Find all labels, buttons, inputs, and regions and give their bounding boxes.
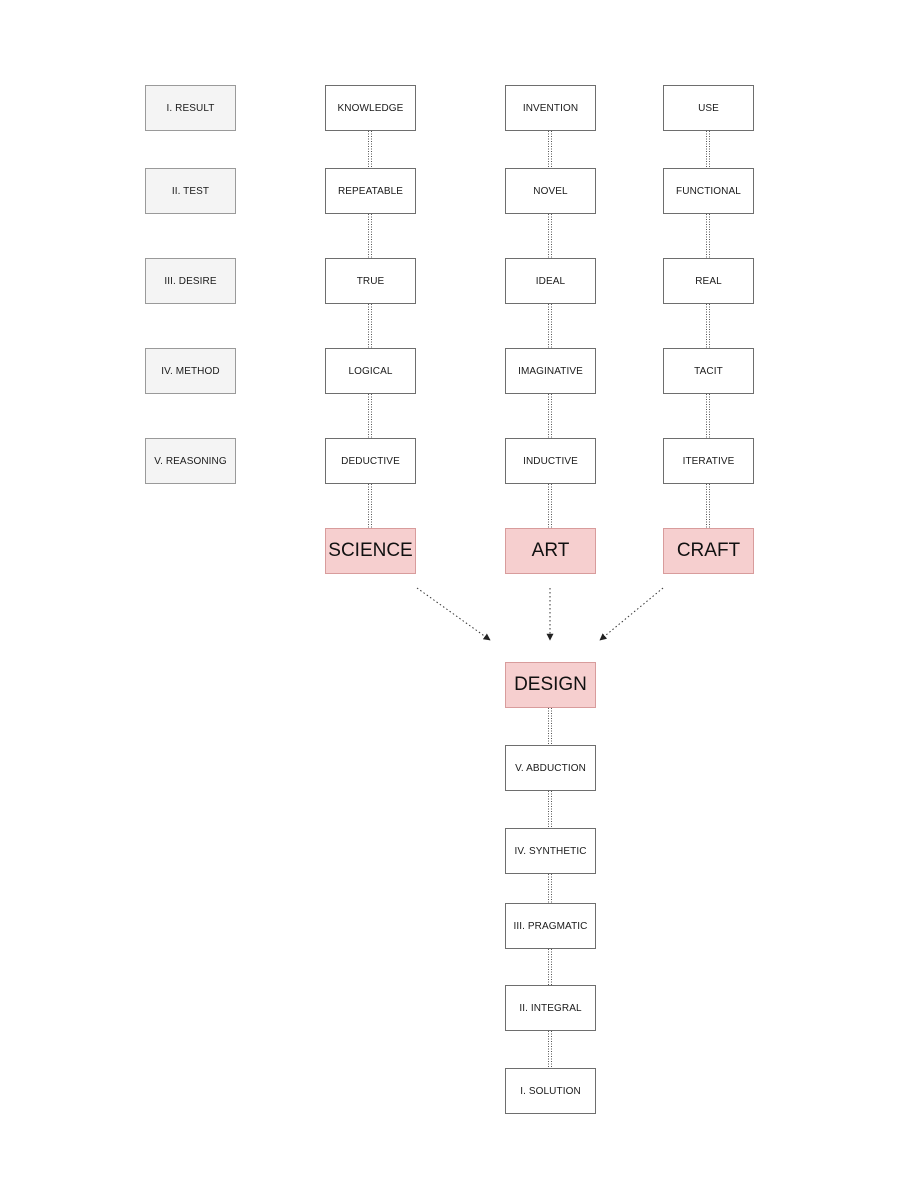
science-title-box: SCIENCE	[325, 528, 416, 574]
row-label-method: IV. METHOD	[145, 348, 236, 394]
art-novel-box: NOVEL	[505, 168, 596, 214]
art-title-box: ART	[505, 528, 596, 574]
design-solution-box: I. SOLUTION	[505, 1068, 596, 1114]
science-knowledge-box: KNOWLEDGE	[325, 85, 416, 131]
design-synthetic-box: IV. SYNTHETIC	[505, 828, 596, 874]
design-abduction-box: V. ABDUCTION	[505, 745, 596, 791]
craft-functional-box: FUNCTIONAL	[663, 168, 754, 214]
design-title-box: DESIGN	[505, 662, 596, 708]
craft-use-box: USE	[663, 85, 754, 131]
science-deductive-box: DEDUCTIVE	[325, 438, 416, 484]
arrow-group	[416, 587, 664, 641]
science-repeatable-box: REPEATABLE	[325, 168, 416, 214]
row-label-test: II. TEST	[145, 168, 236, 214]
craft-real-box: REAL	[663, 258, 754, 304]
connector-group	[368, 131, 710, 1068]
row-label-result: I. RESULT	[145, 85, 236, 131]
design-integral-box: II. INTEGRAL	[505, 985, 596, 1031]
science-logical-box: LOGICAL	[325, 348, 416, 394]
art-ideal-box: IDEAL	[505, 258, 596, 304]
arrow-science-to-design	[416, 587, 491, 641]
craft-tacit-box: TACIT	[663, 348, 754, 394]
arrow-craft-to-design	[599, 587, 664, 641]
craft-title-box: CRAFT	[663, 528, 754, 574]
science-true-box: TRUE	[325, 258, 416, 304]
row-label-reasoning: V. REASONING	[145, 438, 236, 484]
row-label-desire: III. DESIRE	[145, 258, 236, 304]
design-pragmatic-box: III. PRAGMATIC	[505, 903, 596, 949]
craft-iterative-box: ITERATIVE	[663, 438, 754, 484]
art-invention-box: INVENTION	[505, 85, 596, 131]
art-inductive-box: INDUCTIVE	[505, 438, 596, 484]
art-imaginative-box: IMAGINATIVE	[505, 348, 596, 394]
